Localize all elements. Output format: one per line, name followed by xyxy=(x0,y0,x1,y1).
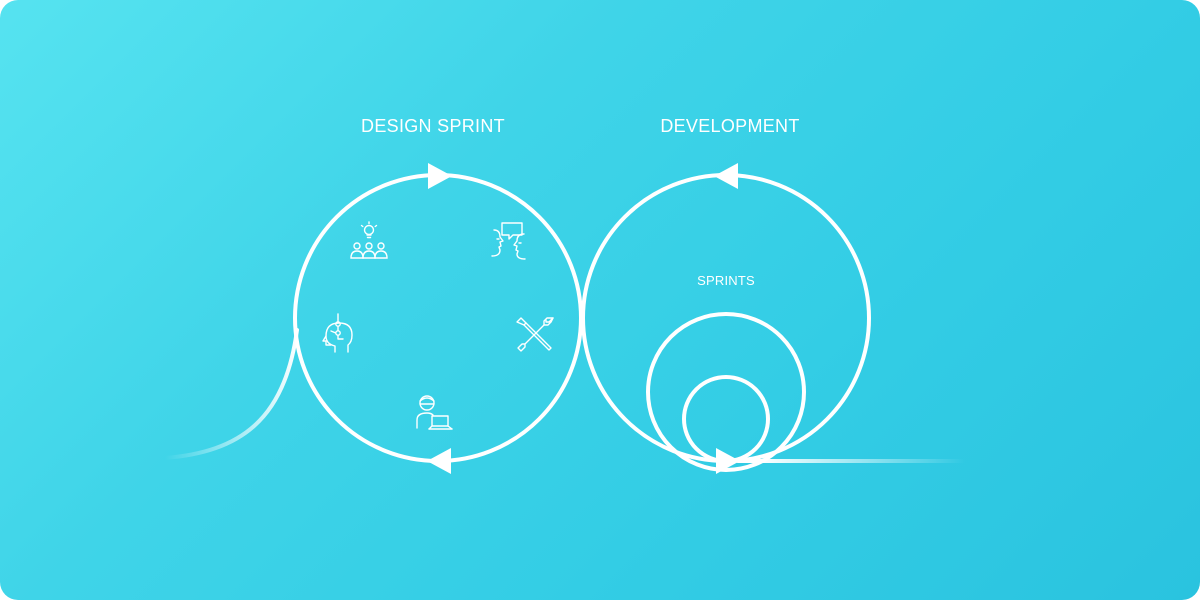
design-loop-top-arrow xyxy=(428,163,452,189)
design-loop-bottom-arrow xyxy=(427,448,451,474)
tools-icon xyxy=(516,317,554,352)
development-title: DEVELOPMENT xyxy=(660,116,800,136)
development-loop-top-arrow xyxy=(714,163,738,189)
entry-curve xyxy=(163,328,299,460)
design-sprint-title: DESIGN SPRINT xyxy=(361,116,505,136)
sprint-loop-large xyxy=(646,312,806,472)
team-idea-icon xyxy=(350,221,388,259)
development-loop-bottom-arrow xyxy=(716,448,740,474)
development-loop xyxy=(581,173,871,463)
sprint-loop-small xyxy=(682,375,770,463)
sprints-label: SPRINTS xyxy=(697,273,755,288)
user-laptop-icon xyxy=(416,395,453,430)
head-thinking-icon xyxy=(322,313,353,353)
discussion-faces-icon xyxy=(491,222,526,260)
